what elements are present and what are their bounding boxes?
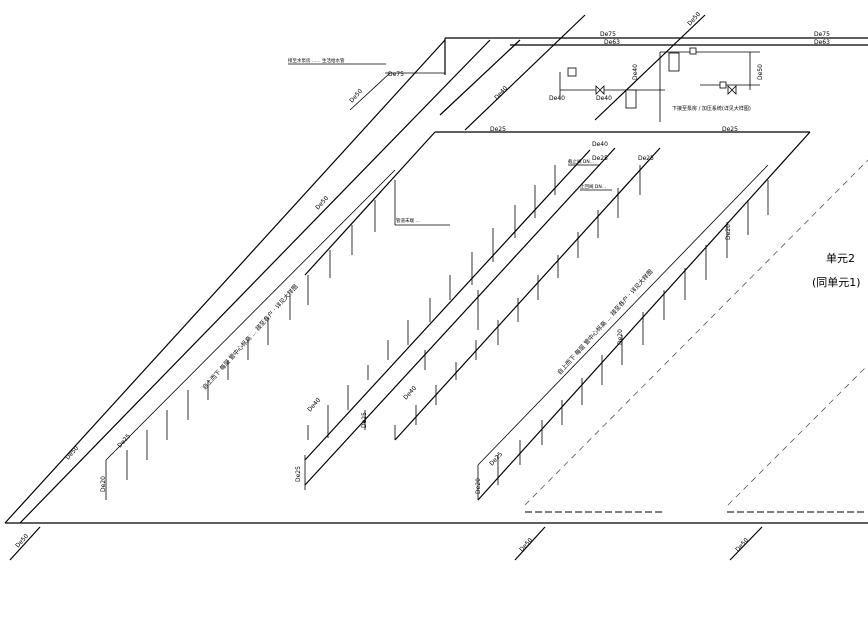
label-main-diag-a: De50 [64, 445, 80, 462]
valve-note-a: 截止阀 DN... [568, 158, 594, 165]
upper-riser-1 [464, 14, 586, 131]
label-supply: De75 [388, 71, 404, 78]
label-b2-end: De25 [361, 412, 368, 428]
branch-note-a: 自上而下 每层 管中心标高 ... 接至各户 · 详见大样图 [201, 283, 300, 392]
label-branch-top: De25 [490, 126, 506, 133]
label-br-de25: De25 [488, 451, 504, 468]
upper-riser-2 [594, 14, 706, 121]
label-branch-diag-2: De25 [638, 155, 654, 162]
label-upper-riser-3: De40 [493, 85, 509, 102]
riser-stub-right [729, 526, 763, 561]
label-branch-diag-1: De40 [592, 141, 608, 148]
label-equip-de40-b: De40 [596, 95, 612, 102]
branch-left-edge [304, 131, 436, 276]
drops-branch-right [477, 164, 769, 500]
unit-subtitle: (同单元1) [812, 276, 861, 289]
label-br-end: De20 [475, 478, 482, 494]
branch-end-note: 管道末端 ... [396, 217, 420, 224]
label-supply-drop: De50 [348, 88, 364, 105]
label-top-de63-r: De63 [814, 39, 830, 46]
gate-valve-icon [595, 85, 605, 95]
valve-note-b: 止回阀 DN... [580, 183, 606, 190]
label-equip-vert-r: De50 [757, 64, 764, 80]
unit2-dashed-edge-2 [727, 364, 868, 506]
main-diagonal-inner [19, 39, 491, 524]
gate-valve-icon [727, 85, 737, 95]
branch-diag-1 [304, 147, 616, 486]
label-b1-de40: De40 [306, 397, 322, 414]
valve-icon [719, 81, 727, 89]
label-equip-de40: De40 [549, 95, 565, 102]
label-b1-end: De25 [295, 466, 302, 482]
filter-icon [668, 52, 680, 72]
label-equip-vert: De40 [632, 64, 639, 80]
label-br-mid: De20 [617, 329, 624, 345]
label-main-end: De20 [100, 476, 107, 492]
label-b2-de40: De40 [402, 385, 418, 402]
unit-title: 单元2 [826, 252, 855, 265]
label-stub-right: De50 [734, 537, 750, 554]
label-stub-mid: De50 [518, 537, 534, 554]
label-br-upper: De20 [725, 224, 732, 240]
drops-branch-2 [364, 165, 641, 440]
riser-stub-mid [514, 526, 546, 561]
branch-diag-3 [304, 149, 591, 461]
label-main-diag-b: De50 [314, 195, 330, 212]
supply-note: 接至水泵房 ...... 生活给水管 [288, 57, 345, 64]
branch-right-edge [477, 131, 811, 501]
branch-diag-2 [394, 147, 661, 441]
label-branch-top-r: De25 [722, 126, 738, 133]
filter-icon [625, 89, 637, 109]
label-main-de25: De25 [116, 433, 132, 450]
riser-stub-left [9, 526, 41, 561]
valve-icon [689, 47, 697, 55]
equipment-note: 下接至泵房 / 加压系统(详见大样图) [672, 105, 751, 112]
label-branch-diag-3: De25 [592, 155, 608, 162]
supply-line-drop [349, 72, 391, 111]
unit2-dashed-edge-1 [524, 159, 868, 506]
main-diagonal-outer [4, 39, 446, 524]
label-top-de75-r: De75 [814, 31, 830, 38]
drops-main [105, 169, 396, 500]
valve-icon [567, 67, 577, 77]
label-top-de63: De63 [604, 39, 620, 46]
drops-branch-1 [307, 165, 556, 440]
label-top-de75: De75 [600, 31, 616, 38]
upper-riser-3 [439, 39, 521, 116]
